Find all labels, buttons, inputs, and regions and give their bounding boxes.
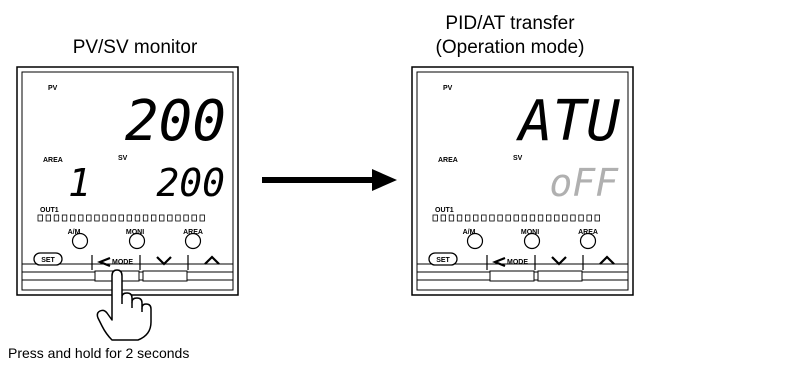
area-key-label: AREA xyxy=(183,229,203,236)
pv-label: PV xyxy=(48,85,58,92)
am-key-label: A/M xyxy=(68,229,81,236)
moni-key-label: MONI xyxy=(126,229,144,236)
up-arrow-icon[interactable] xyxy=(599,255,615,265)
bargraph-segment xyxy=(513,214,519,222)
bargraph-segment xyxy=(554,214,560,222)
bargraph-segment xyxy=(497,214,503,222)
bargraph-segment xyxy=(562,214,568,222)
bargraph-segment xyxy=(167,214,173,222)
bargraph-segment xyxy=(586,214,592,222)
bargraph-segment xyxy=(546,214,552,222)
area-key-label: AREA xyxy=(578,229,598,236)
set-key-label: SET xyxy=(41,257,55,264)
bargraph-segment xyxy=(521,214,527,222)
am-key-label: A/M xyxy=(463,229,476,236)
right-controller: PV AREA SV ATU oFF OUT1 A/M MONI AREA SE… xyxy=(411,66,634,296)
right-panel-title: PID/AT transfer (Operation mode) xyxy=(390,12,630,60)
moni-key[interactable] xyxy=(523,232,541,250)
bargraph-segment xyxy=(448,214,455,222)
bargraph-segment xyxy=(142,214,149,222)
bargraph-segment xyxy=(432,214,438,222)
instruction-caption: Press and hold for 2 seconds xyxy=(8,345,190,361)
bargraph-segment xyxy=(529,214,536,222)
bargraph-segment xyxy=(199,214,205,222)
bargraph-segment xyxy=(159,214,165,222)
out1-label: OUT1 xyxy=(435,207,454,214)
bargraph-segment xyxy=(578,214,584,222)
bargraph-segment xyxy=(440,214,447,222)
sv-label: SV xyxy=(118,155,128,162)
bargraph-segment xyxy=(570,214,576,222)
area-key[interactable] xyxy=(184,232,202,250)
sv-value: 200 xyxy=(156,161,225,205)
pv-value: ATU xyxy=(516,89,620,154)
bargraph-segment xyxy=(102,214,108,222)
out1-label: OUT1 xyxy=(40,207,59,214)
bargraph-segment xyxy=(481,214,487,222)
mode-left-arrow-icon xyxy=(97,256,111,268)
bargraph-segment xyxy=(53,214,60,222)
bargraph-segment xyxy=(150,214,157,222)
area-label: AREA xyxy=(43,157,63,164)
set-key-label: SET xyxy=(436,257,450,264)
set-key[interactable]: SET xyxy=(428,252,458,266)
sv-value: oFF xyxy=(549,161,619,205)
bargraph-segment xyxy=(70,214,76,222)
left-controller: PV AREA SV 200 1 200 OUT1 A/M MONI AREA … xyxy=(16,66,239,296)
mode-key-label: MODE xyxy=(507,259,528,266)
bargraph-segment xyxy=(118,214,124,222)
moni-key[interactable] xyxy=(128,232,146,250)
moni-key-label: MONI xyxy=(521,229,539,236)
up-arrow-icon[interactable] xyxy=(204,255,220,265)
bargraph-segment xyxy=(183,214,189,222)
transition-arrow-icon xyxy=(262,169,397,191)
bargraph-segment xyxy=(456,214,463,222)
bargraph-segment xyxy=(78,214,84,222)
bargraph-segment xyxy=(94,214,100,222)
bargraph-segment xyxy=(45,214,51,222)
bargraph-segment xyxy=(464,214,471,222)
area-key[interactable] xyxy=(579,232,597,250)
area-value: 1 xyxy=(68,161,91,205)
left-panel-title: PV/SV monitor xyxy=(72,37,198,58)
bargraph-segment xyxy=(473,214,479,222)
area-label: AREA xyxy=(438,157,458,164)
bargraph-segment xyxy=(110,214,116,222)
pressing-hand-icon xyxy=(96,269,152,341)
set-key[interactable]: SET xyxy=(33,252,63,266)
sv-label: SV xyxy=(513,155,523,162)
right-title-line1: PID/AT transfer xyxy=(445,13,575,34)
mode-key[interactable]: MODE xyxy=(97,256,133,268)
output-bargraph xyxy=(432,214,600,222)
bargraph-segment xyxy=(505,214,511,222)
mode-left-arrow-icon xyxy=(492,256,506,268)
bargraph-segment xyxy=(61,214,68,222)
down-arrow-icon[interactable] xyxy=(156,256,172,266)
output-bargraph xyxy=(37,214,205,222)
pv-label: PV xyxy=(443,85,453,92)
bargraph-segment xyxy=(537,214,544,222)
right-title-line2: (Operation mode) xyxy=(435,37,585,58)
am-key[interactable] xyxy=(71,232,89,250)
bargraph-segment xyxy=(594,214,600,222)
bargraph-segment xyxy=(86,214,92,222)
pv-value: 200 xyxy=(125,89,226,154)
bargraph-segment xyxy=(126,214,132,222)
mode-key[interactable]: MODE xyxy=(492,256,528,268)
bargraph-segment xyxy=(175,214,181,222)
down-arrow-icon[interactable] xyxy=(551,256,567,266)
am-key[interactable] xyxy=(466,232,484,250)
bargraph-segment xyxy=(134,214,141,222)
bargraph-segment xyxy=(191,214,197,222)
mode-key-label: MODE xyxy=(112,259,133,266)
bargraph-segment xyxy=(489,214,495,222)
bargraph-segment xyxy=(37,214,43,222)
